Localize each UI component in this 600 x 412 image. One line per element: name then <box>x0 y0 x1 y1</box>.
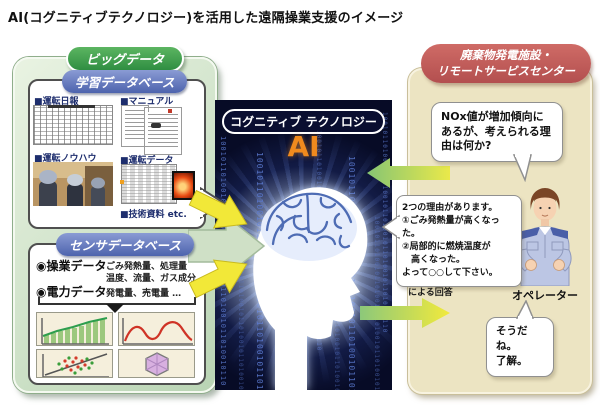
operation-data-desc2: 温度、流量、ガス成分… <box>106 274 206 284</box>
answer-arrow-icon <box>360 298 450 328</box>
binary-stream-decoration: 1001011010010110100101101001011010010110… <box>333 296 340 390</box>
bar-chart-icon <box>36 312 113 346</box>
item-label-daily-report: ■運転日報 <box>34 97 79 107</box>
answer-line4: 高くなった。 <box>402 255 466 266</box>
wave-chart-icon <box>118 312 195 346</box>
cognitive-technology-panel: 1001011010010110100101101001011010010110… <box>215 100 392 390</box>
learning-db-badge: 学習データベース <box>62 70 188 93</box>
ack-line1: そうだね。 <box>496 325 528 353</box>
answer-caption-line2: による回答 <box>408 287 453 298</box>
ack-line2: 了解。 <box>496 355 528 368</box>
daily-report-table-icon <box>33 105 113 145</box>
ai-brain-head-icon <box>253 187 368 390</box>
question-arrow-icon <box>367 158 450 188</box>
facility-header-line2: リモートサービスセンター <box>437 63 575 78</box>
item-label-operation-data: ■運転データ <box>120 156 174 166</box>
facility-header-badge: 廃棄物発電施設・ リモートサービスセンター <box>421 44 591 84</box>
data-input-arrows-icon <box>188 189 266 299</box>
answer-bubble: 2つの理由があります。 ①ごみ発熱量が高くなった。 ②局部的に燃焼温度が 高くな… <box>396 195 522 288</box>
question-bubble-tail <box>512 154 532 182</box>
answer-line1: 2つの理由があります。 <box>402 203 498 213</box>
data-sheet-marker <box>120 180 124 184</box>
answer-line3: ②局部的に燃焼温度が <box>402 242 491 253</box>
operation-data-desc1: ごみ発熱量、処理量 <box>106 262 188 272</box>
scatter-chart-icon <box>36 349 113 378</box>
operation-data-label: ◉操業データ <box>36 259 107 273</box>
binary-stream-decoration: 1001011010010110100101101001011010010110… <box>237 220 244 390</box>
item-label-knowhow: ■運転ノウハウ <box>34 154 97 164</box>
ai-label: AI <box>287 130 320 163</box>
power-data-desc1: 発電量、売電量 … <box>106 289 182 299</box>
answer-line5: よって○○して下さい。 <box>402 268 498 279</box>
down-triangle-icon <box>106 304 124 313</box>
binary-stream-decoration: 1001011010010110100101101001011010010110… <box>381 112 388 334</box>
item-label-manual: ■マニュアル <box>120 97 174 107</box>
operators-photo-icon <box>33 162 113 206</box>
etc-label: ■技術資料 etc. <box>120 210 187 220</box>
question-bubble: NOx値が増加傾向にあるが、考えられる理由は何か? <box>431 102 563 162</box>
manual-document-icon <box>121 105 182 155</box>
answer-line2: ①ごみ発熱量が高くなった。 <box>402 216 500 240</box>
power-data-label: ◉電力データ <box>36 285 107 299</box>
answer-bubble-tail <box>382 214 400 240</box>
hexagon-chart-icon <box>118 349 195 378</box>
binary-stream-decoration: 1001011010010110100101101001011010010110… <box>373 216 380 390</box>
operator-label: オペレーター <box>512 289 578 302</box>
ack-bubble-tail <box>516 300 534 319</box>
operation-data-sheet-icon <box>121 164 177 204</box>
ack-bubble: そうだね。 了解。 <box>486 317 554 377</box>
sensor-db-badge: センサデータベース <box>56 233 194 256</box>
page-title: AI(コグニティブテクノロジー)を活用した遠隔操業支援のイメージ <box>8 11 404 26</box>
combustion-image-icon <box>172 171 195 200</box>
facility-header-line1: 廃棄物発電施設・ <box>460 48 552 62</box>
cognitive-technology-badge: コグニティブ テクノロジー <box>222 109 385 134</box>
operator-figure <box>518 188 572 286</box>
big-data-badge: ビッグデータ <box>66 45 185 72</box>
